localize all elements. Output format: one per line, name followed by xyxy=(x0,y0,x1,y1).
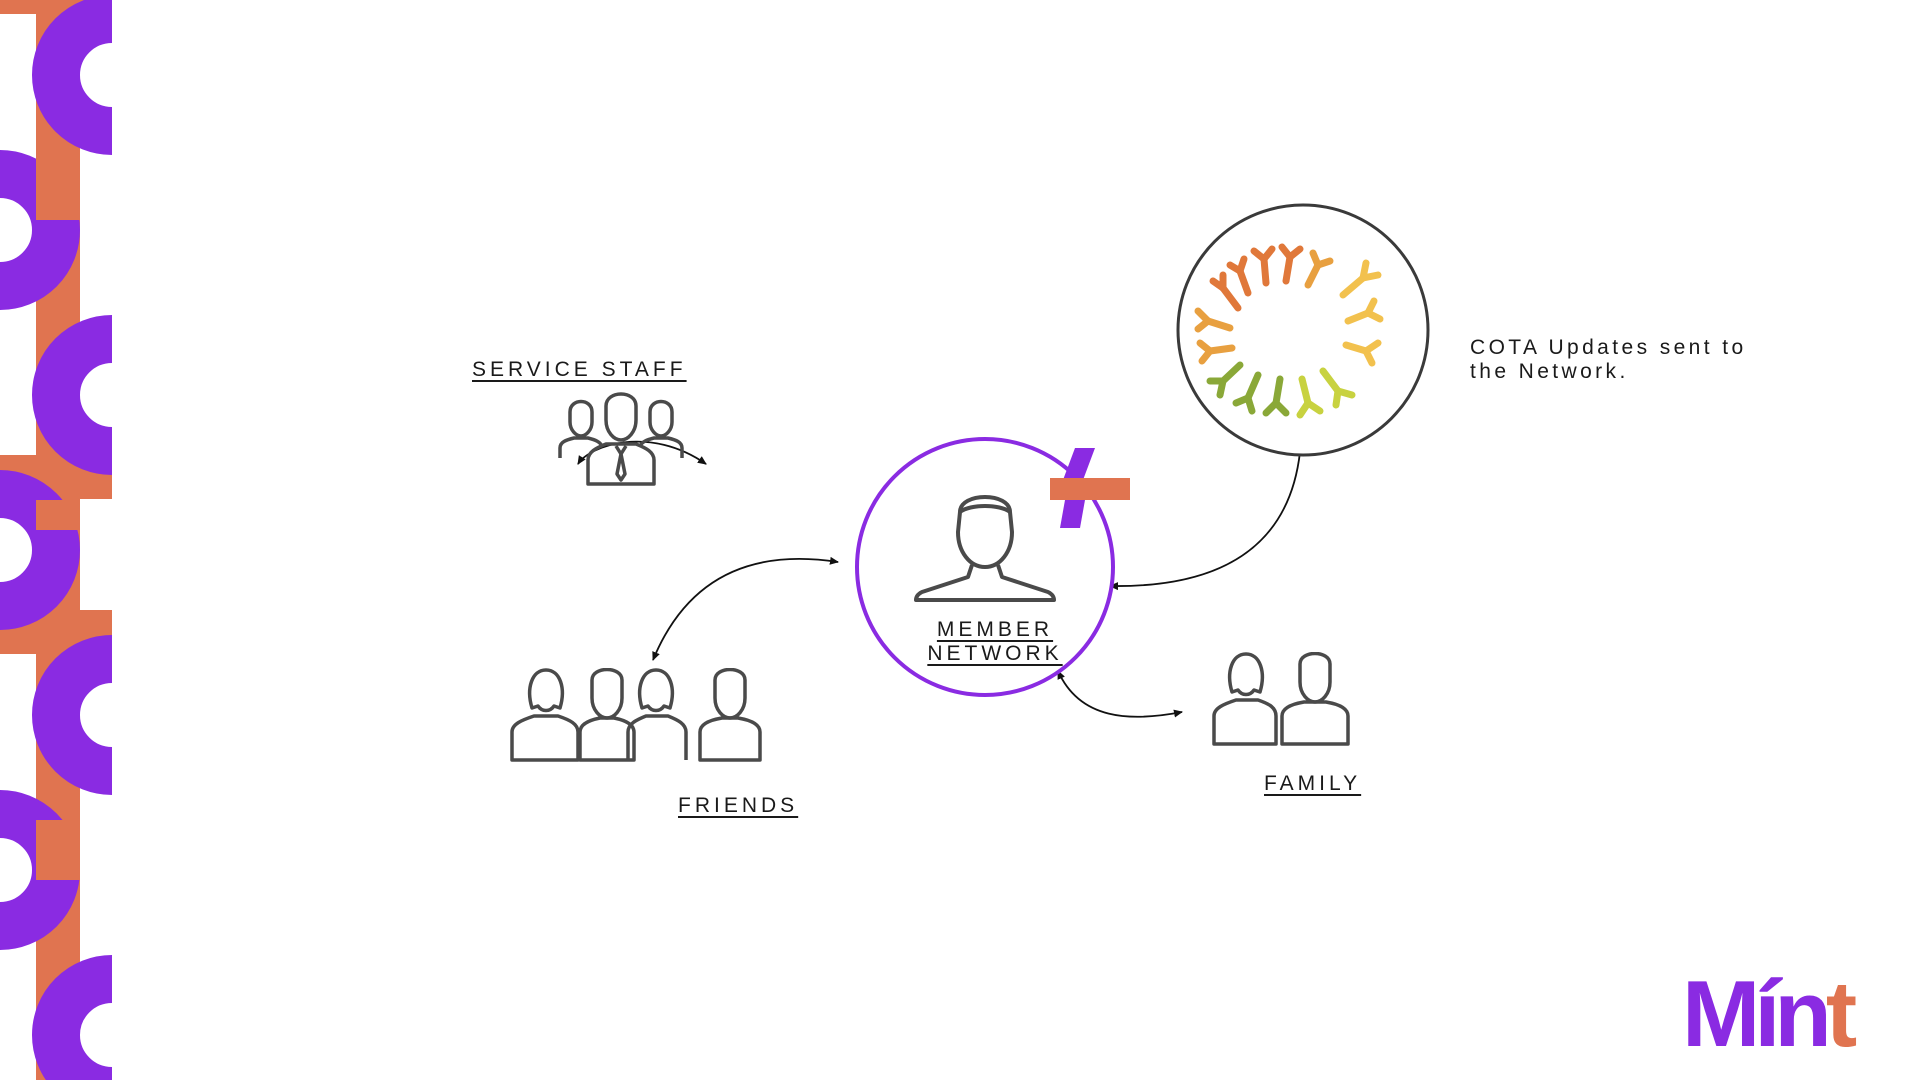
cota-note: COTA Updates sent to the Network. xyxy=(1470,336,1747,384)
friends-label: FRIENDS xyxy=(678,794,799,817)
family-icon xyxy=(1212,652,1350,746)
logo-last: t xyxy=(1825,961,1857,1066)
arrow-friends xyxy=(652,556,839,661)
friends-icon xyxy=(510,668,762,762)
cota-note-line2: the Network. xyxy=(1470,360,1629,383)
logo-first: Mín xyxy=(1682,961,1832,1066)
service-staff-icon xyxy=(558,392,684,486)
cota-node xyxy=(1176,203,1430,457)
service-staff-label: SERVICE STAFF xyxy=(472,358,687,381)
mint-accent-icon xyxy=(1050,448,1130,528)
member-label-line2: NETWORK xyxy=(927,642,1063,665)
member-label-line1: MEMBER xyxy=(936,618,1054,641)
member-network-label: MEMBER NETWORK xyxy=(925,618,1065,666)
decorative-pattern xyxy=(0,0,112,1080)
mint-logo: Mínt xyxy=(1682,962,1882,1066)
cota-note-line1: COTA Updates sent to xyxy=(1470,336,1747,359)
mint-logo-text: Mínt xyxy=(1682,961,1857,1066)
arrow-cota xyxy=(1109,451,1301,591)
arrow-family xyxy=(1057,670,1183,718)
cota-logo-icon xyxy=(1194,243,1384,419)
family-label: FAMILY xyxy=(1264,772,1362,795)
member-person-icon xyxy=(914,495,1056,602)
member-network-node xyxy=(855,437,1115,697)
